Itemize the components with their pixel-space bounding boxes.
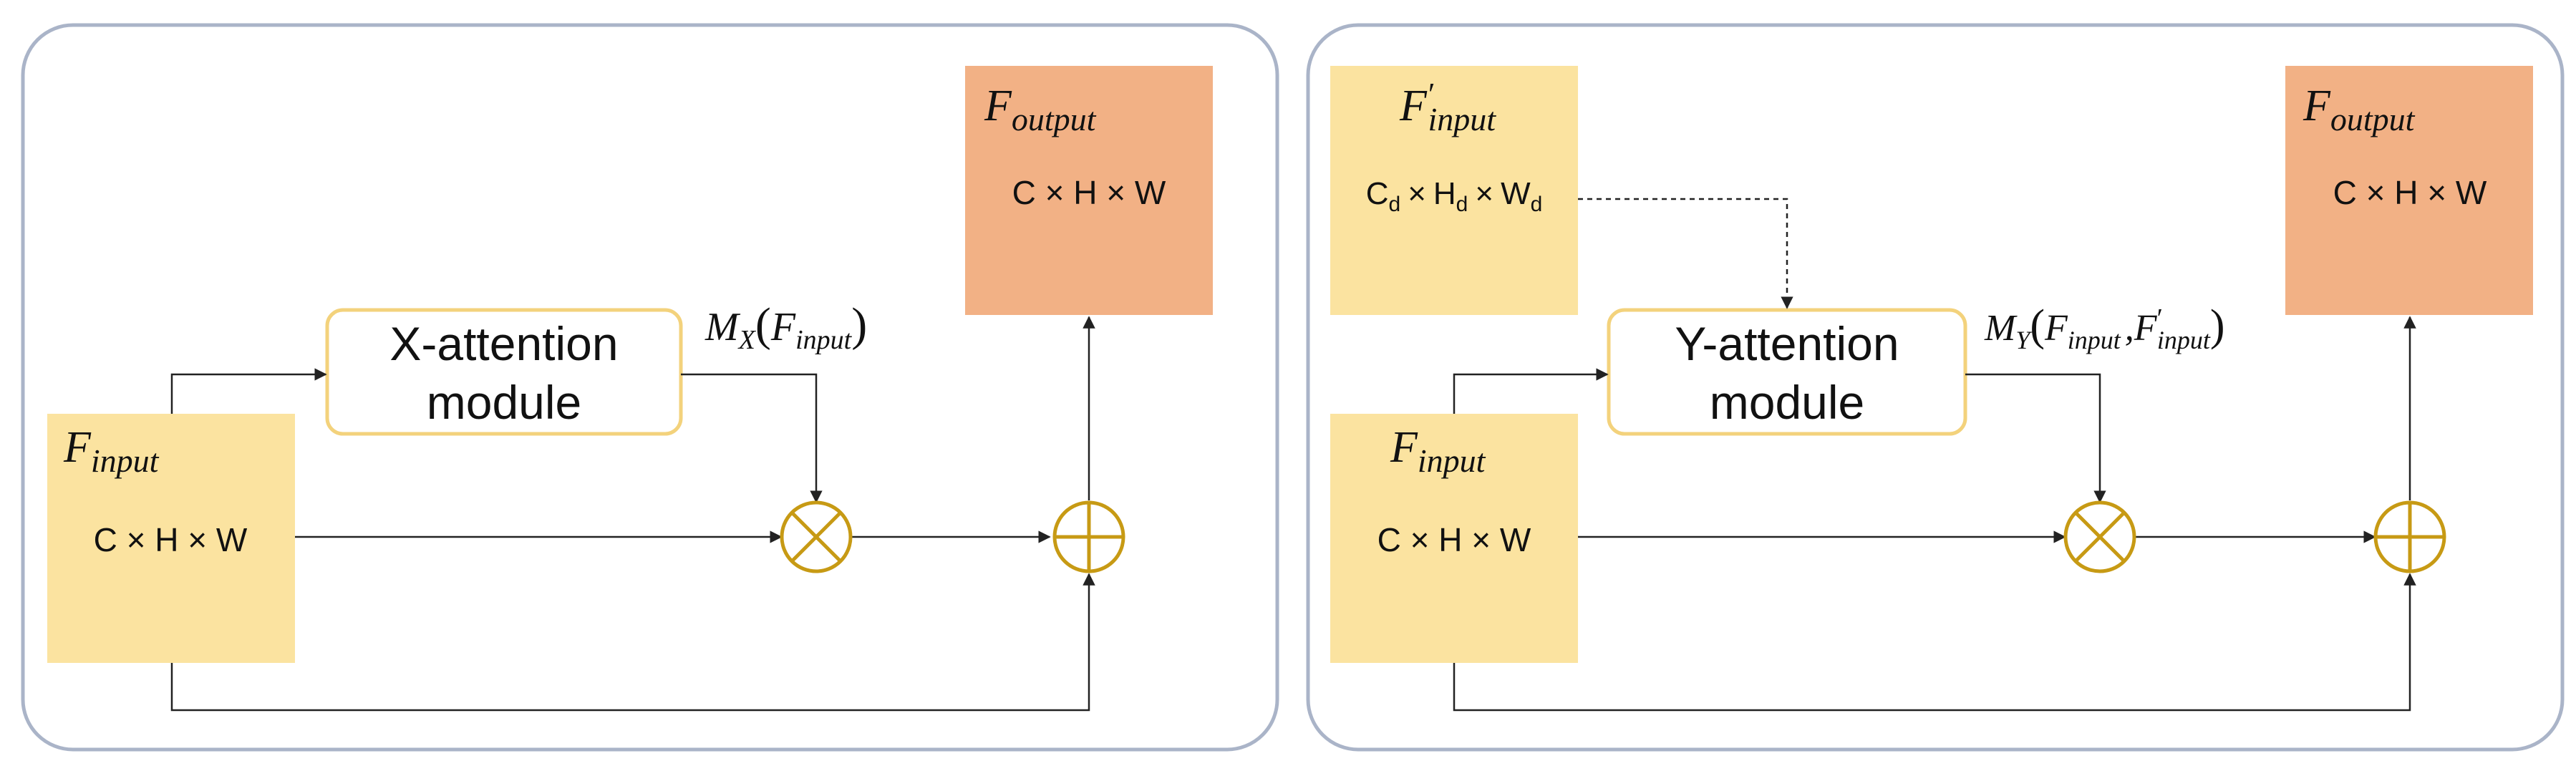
right-input-dims: C × H × W [1377,521,1531,558]
right-aux-input-block: F′input Cd×Hd×Wd [1330,66,1578,315]
left-connectors [170,316,1095,712]
svg-text:module: module [427,376,581,429]
svg-text:Foutput: Foutput [984,82,1097,137]
left-multiply-operator [780,500,853,573]
svg-text:F′input: F′input [1399,77,1496,137]
left-add-operator [1052,500,1125,573]
left-output-block: Foutput C × H × W [965,66,1213,315]
right-output-dims: C × H × W [2333,174,2487,211]
left-input-dims: C × H × W [94,521,248,558]
svg-text:module: module [1710,376,1864,429]
right-add-operator [2373,500,2446,573]
x-attention-module: X-attention module [325,308,683,436]
right-attention-map-label: MY(Finput,F′input) [1984,301,2225,354]
right-output-block: Foutput C × H × W [2285,66,2533,315]
right-panel-frame [1306,23,2565,752]
svg-text:Finput: Finput [63,423,160,479]
right-connectors [1453,198,2416,712]
left-input-block: Finput C × H × W [47,414,295,663]
left-output-dims: C × H × W [1012,174,1166,211]
right-panel: F′input Cd×Hd×Wd Foutput C × H × W Finpu… [1306,23,2565,752]
svg-text:Y-attention: Y-attention [1675,317,1899,370]
right-input-block: Finput C × H × W [1330,414,1578,663]
right-aux-input-dims: Cd×Hd×Wd [1366,176,1543,216]
left-panel-frame [21,23,1279,752]
left-panel: Foutput C × H × W Finput C × H × W X-att… [21,23,1279,752]
svg-text:Finput: Finput [1390,423,1486,479]
right-multiply-operator [2063,500,2136,573]
svg-text:Foutput: Foutput [2303,82,2416,137]
y-attention-module: Y-attention module [1607,308,1967,436]
svg-text:X-attention: X-attention [389,317,618,370]
left-attention-map-label: MX(Finput) [704,299,867,355]
